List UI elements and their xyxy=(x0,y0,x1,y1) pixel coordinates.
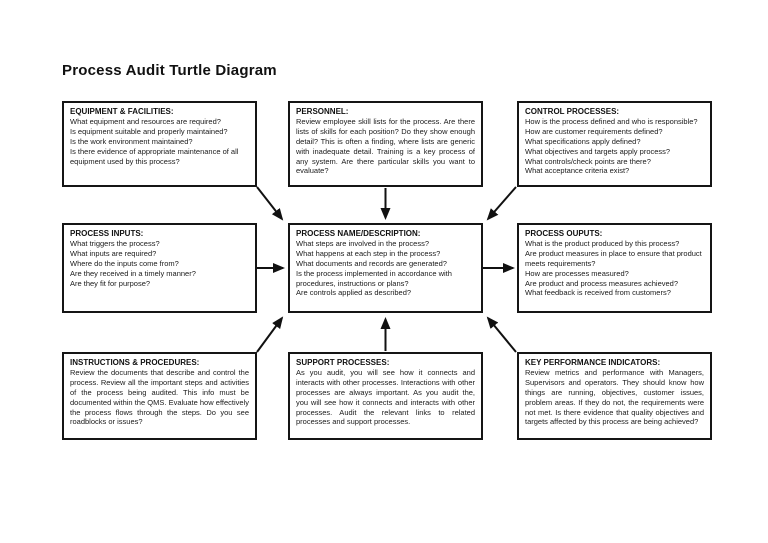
question-line: How is the process defined and who is re… xyxy=(525,117,698,126)
box-paragraph: Review employee skill lists for the proc… xyxy=(296,117,475,176)
question-line: What is the product produced by this pro… xyxy=(525,239,680,248)
box-title: INSTRUCTIONS & PROCEDURES: xyxy=(70,358,200,367)
box-title: EQUIPMENT & FACILITIES: xyxy=(70,107,174,116)
box-process-outputs: PROCESS OUPUTS: What is the product prod… xyxy=(517,223,712,313)
box-title: PROCESS NAME/DESCRIPTION: xyxy=(296,229,421,238)
question-line: Are they fit for purpose? xyxy=(70,278,151,288)
question-line: What controls/check points are there? xyxy=(525,156,651,166)
box-title: PERSONNEL: xyxy=(296,107,349,116)
question-line: What objectives and targets apply proces… xyxy=(525,146,671,156)
box-title: CONTROL PROCESSES: xyxy=(525,107,620,116)
arrow-equipment-to-process xyxy=(256,186,284,221)
question-line: What happens at each step in the process… xyxy=(296,248,441,258)
box-support-processes: SUPPORT PROCESSES: As you audit, you wil… xyxy=(288,352,483,440)
question-line: Is the work environment maintained? xyxy=(70,136,193,146)
question-line: Are controls applied as described? xyxy=(296,288,412,298)
question-line: What triggers the process? xyxy=(70,239,160,248)
question-line: What specifications apply defined? xyxy=(525,136,641,146)
question-line: How are customer requirements defined? xyxy=(525,126,663,136)
question-line: What acceptance criteria exist? xyxy=(525,166,630,176)
page-title: Process Audit Turtle Diagram xyxy=(62,62,277,79)
question-line: What inputs are required? xyxy=(70,248,157,258)
question-line: Is equipment suitable and properly maint… xyxy=(70,126,228,136)
box-instructions-procedures: INSTRUCTIONS & PROCEDURES: Review the do… xyxy=(62,352,257,440)
box-key-performance-indicators: KEY PERFORMANCE INDICATORS: Review metri… xyxy=(517,352,712,440)
box-title: PROCESS INPUTS: xyxy=(70,229,144,238)
question-line: How are processes measured? xyxy=(525,268,629,278)
question-line: What equipment and resources are require… xyxy=(70,117,221,126)
question-line: What documents and records are generated… xyxy=(296,258,447,268)
question-line: Where do the inputs come from? xyxy=(70,258,179,268)
box-process-inputs: PROCESS INPUTS: What triggers the proces… xyxy=(62,223,257,313)
arrow-control-to-process xyxy=(486,186,517,221)
box-control-processes: CONTROL PROCESSES: How is the process de… xyxy=(517,101,712,187)
question-line: What steps are involved in the process? xyxy=(296,239,429,248)
question-line: Are they received in a timely manner? xyxy=(70,268,196,278)
box-title: PROCESS OUPUTS: xyxy=(525,229,603,238)
box-equipment-facilities: EQUIPMENT & FACILITIES: What equipment a… xyxy=(62,101,257,187)
box-paragraph: Review metrics and performance with Mana… xyxy=(525,368,704,427)
arrow-kpi-to-process xyxy=(486,316,517,353)
question-line: Is the process implemented in accordance… xyxy=(296,268,452,288)
box-personnel: PERSONNEL: Review employee skill lists f… xyxy=(288,101,483,187)
question-line: What feedback is received from customers… xyxy=(525,288,671,298)
question-line: Are product and process measures achieve… xyxy=(525,278,679,288)
question-line: Are product measures in place to ensure … xyxy=(525,248,702,268)
box-title: SUPPORT PROCESSES: xyxy=(296,358,390,367)
question-line: Is there evidence of appropriate mainten… xyxy=(70,146,239,166)
box-paragraph: As you audit, you will see how it connec… xyxy=(296,368,475,427)
arrow-instructions-to-process xyxy=(256,316,284,353)
box-process-name-description: PROCESS NAME/DESCRIPTION: What steps are… xyxy=(288,223,483,313)
box-paragraph: Review the documents that describe and c… xyxy=(70,368,249,427)
box-title: KEY PERFORMANCE INDICATORS: xyxy=(525,358,661,367)
